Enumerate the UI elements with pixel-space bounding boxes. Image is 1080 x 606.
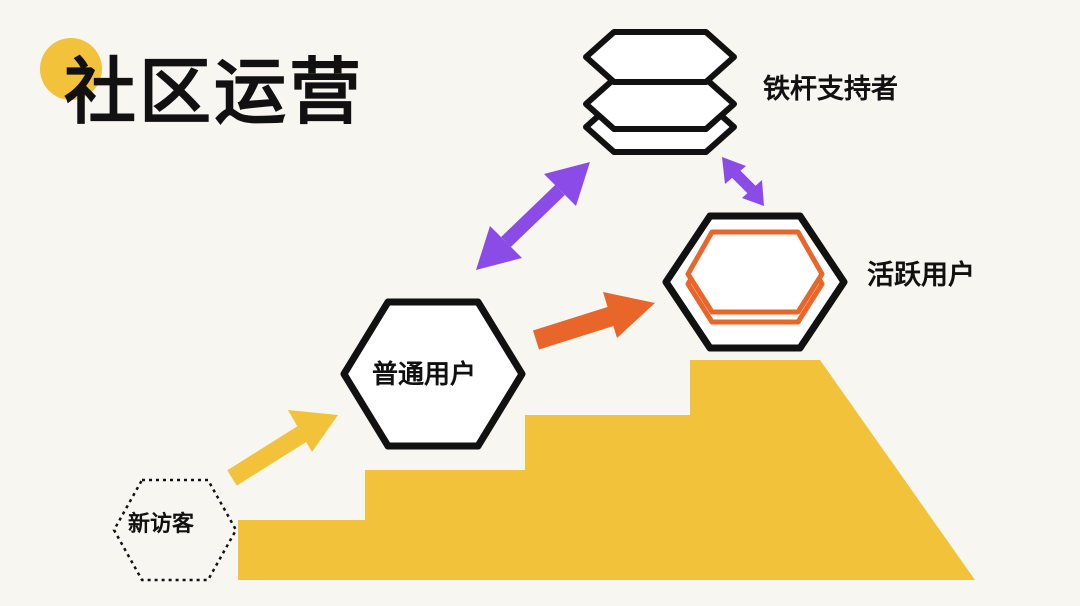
hexagon-icon bbox=[340, 298, 526, 450]
staircase bbox=[238, 360, 975, 580]
arrow-normal-to-active bbox=[532, 292, 655, 350]
arrow-normal-iron-bidirectional bbox=[476, 162, 590, 270]
arrow-visitor-to-normal bbox=[227, 410, 338, 486]
dotted-hexagon-icon bbox=[112, 478, 238, 582]
label-normal-user: 普通用户 bbox=[372, 360, 477, 390]
arrow-active-iron-bidirectional bbox=[722, 157, 764, 206]
label-iron-supporter: 铁杆支持者 bbox=[763, 74, 898, 105]
stacked-layers-icon bbox=[583, 29, 737, 155]
title-accent-dot bbox=[40, 38, 102, 100]
label-new-visitor: 新访客 bbox=[128, 512, 195, 537]
nested-hexagon-icon bbox=[662, 212, 848, 352]
label-active-user: 活跃用户 bbox=[867, 260, 975, 291]
page-title: 社区运营 bbox=[64, 50, 365, 134]
